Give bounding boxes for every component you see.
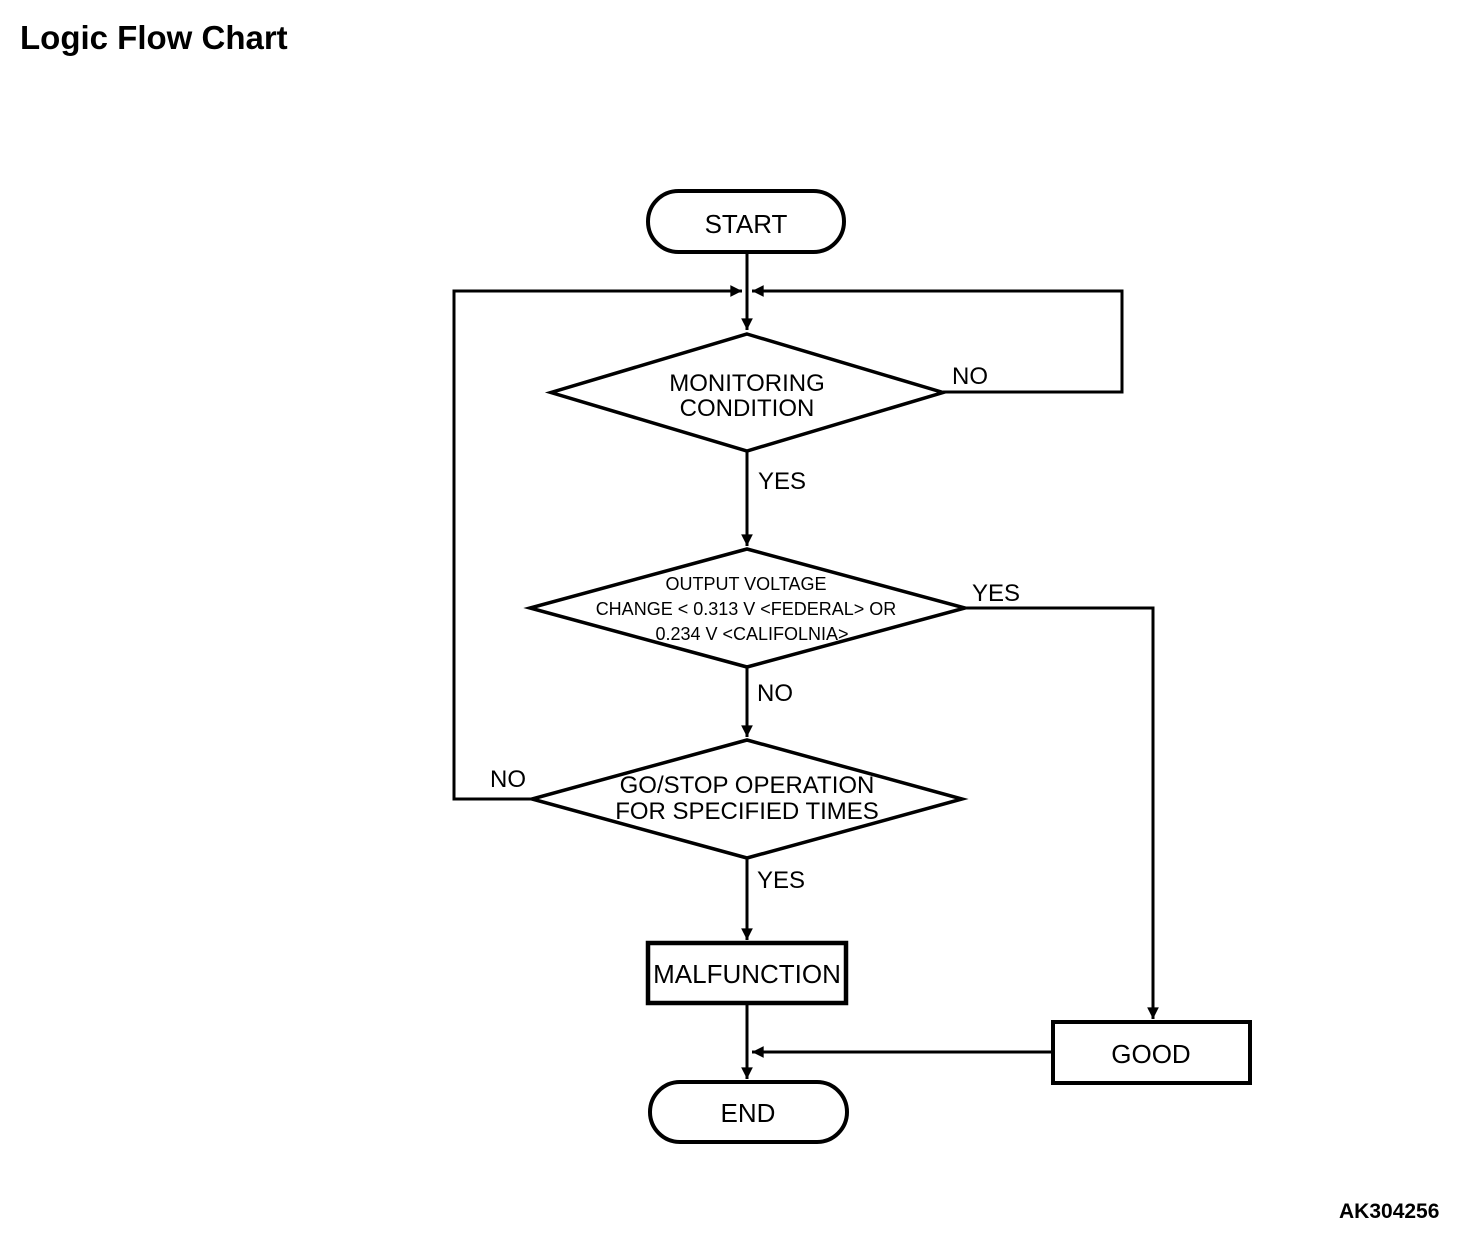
flowchart-nodes: START MONITORING CONDITION OUTPUT VOLTAG… <box>523 189 1252 1144</box>
end-node: END <box>648 1080 849 1144</box>
go-stop-label-line1: GO/STOP OPERATION <box>620 772 875 799</box>
monitoring-condition-node: MONITORING CONDITION <box>544 332 950 453</box>
malfunction-process-shape <box>645 940 849 1006</box>
go-stop-decision-shape <box>525 738 969 860</box>
end-terminator-shape <box>648 1080 849 1144</box>
output-voltage-no-label: NO <box>757 680 793 707</box>
output-voltage-label-line3: 0.234 V <CALIFOLNIA> <box>655 624 848 644</box>
output-voltage-decision-shape <box>523 547 972 669</box>
output-voltage-yes-label: YES <box>972 580 1020 607</box>
monitoring-decision-shape <box>544 332 950 453</box>
edge-go-stop-no-loop <box>452 285 742 801</box>
edge-output-voltage-yes <box>965 606 1159 1019</box>
go-stop-no-label: NO <box>490 766 526 793</box>
malfunction-node: MALFUNCTION <box>645 940 849 1006</box>
start-label: START <box>705 209 788 239</box>
monitoring-label-line2: CONDITION <box>680 395 815 422</box>
go-stop-yes-label: YES <box>757 867 805 894</box>
monitoring-no-label: NO <box>952 363 988 390</box>
output-voltage-label-line2: CHANGE < 0.313 V <FEDERAL> OR <box>596 599 897 619</box>
start-node: START <box>646 189 846 254</box>
start-terminator-shape <box>646 189 846 254</box>
output-voltage-label-line1: OUTPUT VOLTAGE <box>665 574 826 594</box>
flowchart-edges <box>452 252 1159 1079</box>
output-voltage-node: OUTPUT VOLTAGE CHANGE < 0.313 V <FEDERAL… <box>523 547 972 669</box>
good-node: GOOD <box>1051 1020 1252 1085</box>
malfunction-label: MALFUNCTION <box>653 959 841 989</box>
flowchart-edge-labels: NO YES YES NO NO YES <box>490 363 1020 894</box>
end-label: END <box>721 1098 776 1128</box>
page-title: Logic Flow Chart <box>20 19 288 56</box>
monitoring-label-line1: MONITORING <box>669 370 825 397</box>
good-process-shape <box>1051 1020 1252 1085</box>
go-stop-label-line2: FOR SPECIFIED TIMES <box>615 798 879 825</box>
monitoring-yes-label: YES <box>758 468 806 495</box>
figure-code: AK304256 <box>1339 1200 1439 1223</box>
good-label: GOOD <box>1111 1039 1190 1069</box>
edge-monitoring-no-loop <box>752 285 1124 394</box>
go-stop-node: GO/STOP OPERATION FOR SPECIFIED TIMES <box>525 738 969 860</box>
